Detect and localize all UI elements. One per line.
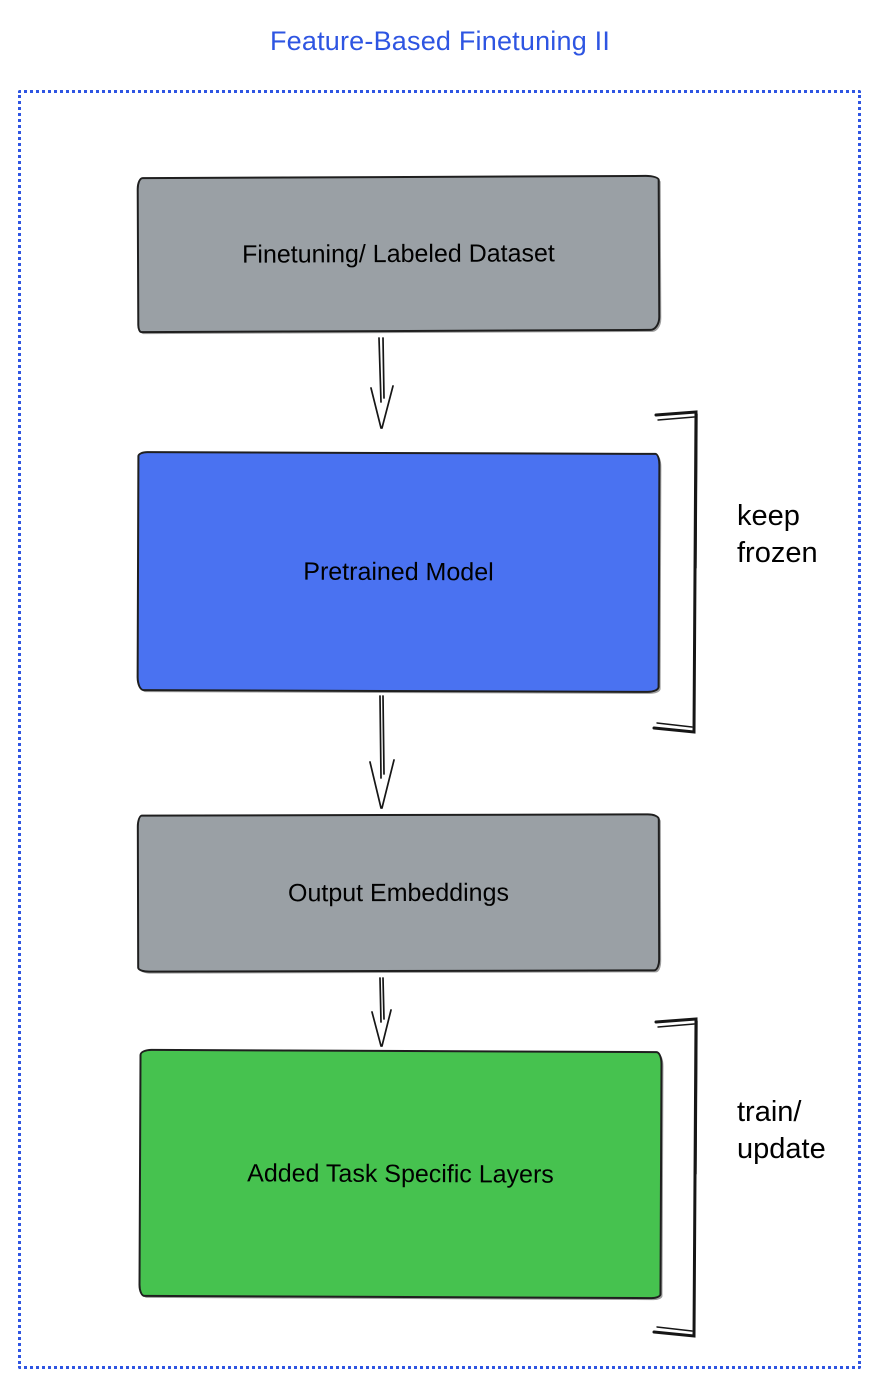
label-train-update: train/ update [737,1094,826,1168]
bracket-train-update-icon [652,1017,698,1338]
arrow-down-icon [370,337,394,429]
box-output-embeddings: Output Embeddings [136,813,661,973]
bracket-keep-frozen-icon [652,410,698,734]
label-keep-frozen-line1: keep [737,500,800,532]
arrow-down-icon [371,977,392,1047]
box-pretrained-model: Pretrained Model [136,451,661,693]
diagram-title: Feature-Based Finetuning II [269,26,611,56]
label-train-update-line2: update [737,1133,826,1165]
label-keep-frozen-line2: frozen [737,537,818,569]
box-finetuning-dataset: Finetuning/ Labeled Dataset [136,174,661,334]
box-output-embeddings-label: Output Embeddings [287,878,510,907]
box-finetuning-dataset-label: Finetuning/ Labeled Dataset [242,238,555,269]
box-pretrained-model-label: Pretrained Model [303,557,494,586]
box-task-specific-layers: Added Task Specific Layers [138,1048,663,1300]
box-task-specific-layers-label: Added Task Specific Layers [247,1158,554,1189]
arrow-down-icon [369,695,395,809]
dotted-frame [18,90,861,1369]
label-keep-frozen: keep frozen [737,498,818,572]
label-train-update-line1: train/ [737,1096,802,1128]
